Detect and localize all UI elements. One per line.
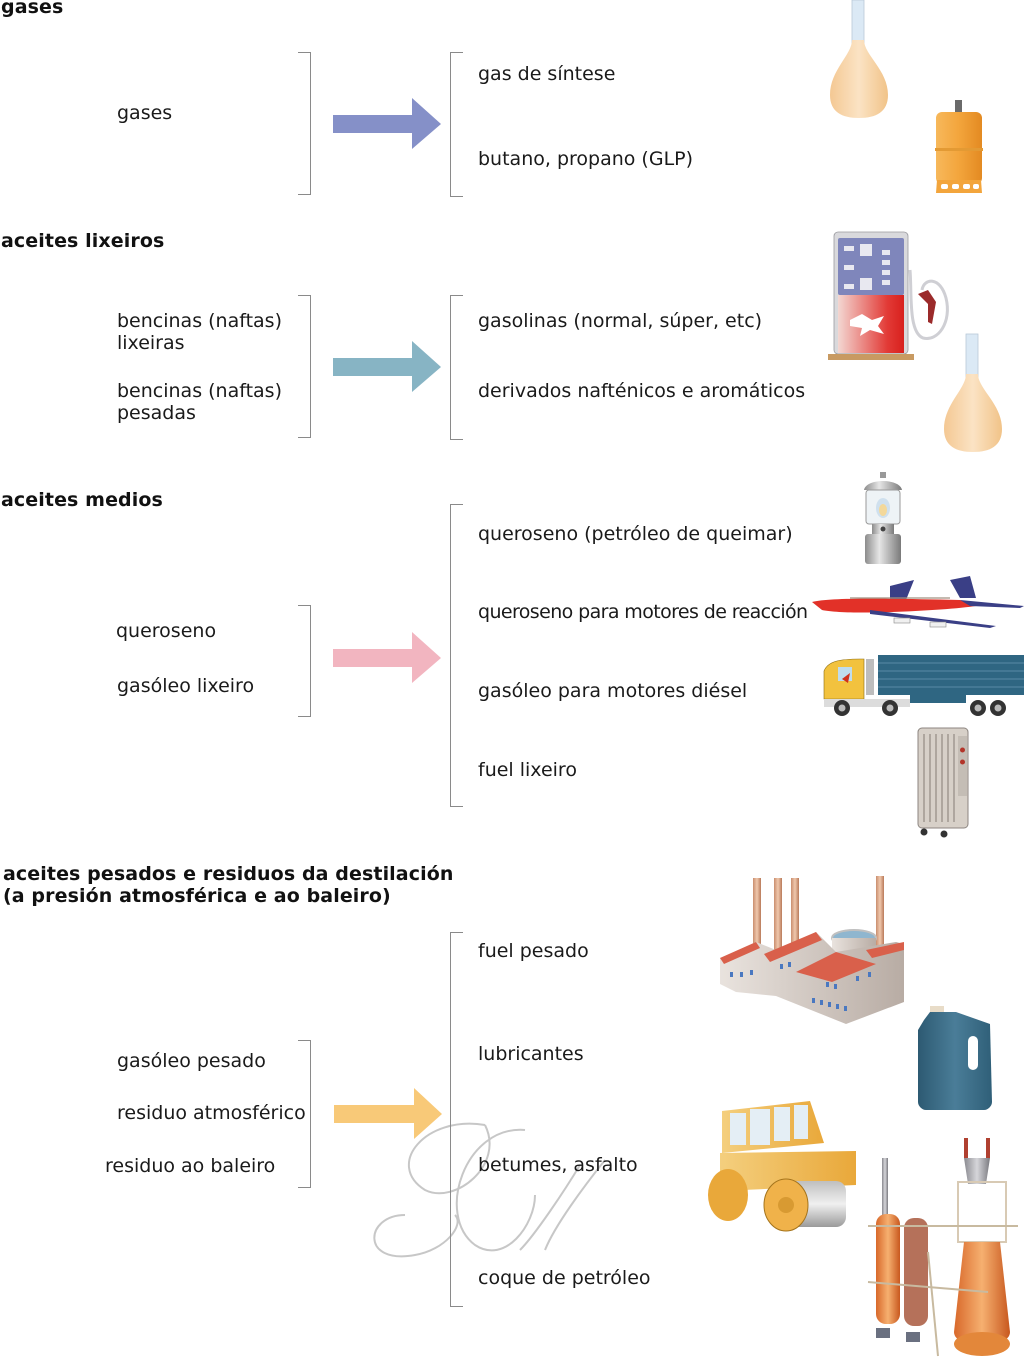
input-label: gasóleo pesado [117,1050,266,1072]
factory-icon [720,876,904,1024]
arrow-right-icon [333,98,441,149]
input-label: residuo ao baleiro [105,1155,276,1177]
input-label: bencinas (naftas) [117,380,282,402]
section-heading-gases: gases [1,0,64,18]
oil-can-icon [918,1006,992,1110]
refinery-tower-icon [867,1138,1018,1357]
product-label: gasóleo para motores diésel [478,680,748,702]
section-subheading: (a presión atmosférica e ao baleiro) [3,885,391,907]
input-label: gases [117,102,173,124]
jet-plane-icon [812,576,1024,628]
product-label: queroseno (petróleo de queimar) [478,523,793,545]
road-roller-icon [708,1101,856,1232]
product-label: fuel lixeiro [478,759,577,781]
lantern-icon [864,472,902,564]
product-label: queroseno para motores de reacción [478,601,808,623]
product-label: derivados nafténicos e aromáticos [478,380,806,402]
arrow-right-icon [333,341,441,392]
arrow-right-icon [333,632,441,683]
section-heading-aceites-medios: aceites medios [1,489,163,511]
product-label: coque de petróleo [478,1267,651,1289]
input-label-line2: lixeiras [117,332,185,354]
product-label: butano, propano (GLP) [478,148,694,170]
input-bracket [298,605,311,717]
arrow-right-icon [334,1088,442,1139]
output-bracket [450,52,463,197]
product-label: lubricantes [478,1043,584,1065]
input-label: residuo atmosférico [117,1102,306,1124]
product-label: fuel pesado [478,940,589,962]
input-bracket [298,52,311,195]
input-bracket [298,1040,311,1188]
section-heading-aceites-pesados: aceites pesados e residuos da destilació… [3,863,454,885]
radiator-icon [917,727,969,838]
product-label: gasolinas (normal, súper, etc) [478,310,763,332]
input-label: queroseno [116,620,217,642]
gas-cylinder-icon [935,100,983,193]
product-label: betumes, asfalto [478,1154,638,1176]
fuel-pump-icon [828,231,949,360]
output-bracket [450,932,463,1307]
truck-icon [823,655,1024,716]
watermark-monogram-icon [373,1122,606,1258]
output-bracket [450,504,463,807]
product-label: gas de síntese [478,63,616,85]
output-bracket [450,295,463,440]
input-label: bencinas (naftas) [117,310,282,332]
section-heading-aceites-lixeiros: aceites lixeiros [1,230,165,252]
input-label: gasóleo lixeiro [117,675,255,697]
flask-icon [944,333,1002,452]
flask-icon [830,0,888,118]
input-bracket [298,295,311,438]
input-label-line2: pesadas [117,402,196,424]
